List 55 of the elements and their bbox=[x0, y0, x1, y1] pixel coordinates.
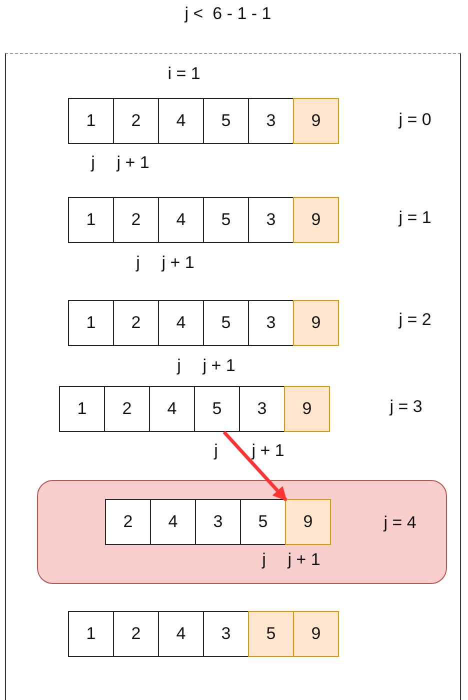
number-cell: 5 bbox=[203, 197, 249, 243]
number-cell: 9 bbox=[285, 499, 331, 545]
index-label: j bbox=[262, 550, 266, 570]
number-cell: 2 bbox=[105, 499, 151, 545]
loop-label: j = 4 bbox=[384, 513, 416, 533]
number-cell: 3 bbox=[239, 386, 285, 432]
highlight-band bbox=[37, 480, 447, 584]
number-cell: 1 bbox=[59, 386, 105, 432]
index-label: j bbox=[136, 253, 140, 273]
number-cell: 9 bbox=[293, 197, 339, 243]
number-cell: 3 bbox=[195, 499, 241, 545]
number-cell: 1 bbox=[68, 98, 114, 144]
index-label: j bbox=[177, 356, 181, 376]
number-cell: 1 bbox=[68, 611, 114, 657]
number-cell: 9 bbox=[293, 98, 339, 144]
arrow bbox=[222, 430, 288, 502]
number-cell: 5 bbox=[203, 300, 249, 346]
index-label: j + 1 bbox=[162, 253, 194, 273]
number-cell: 2 bbox=[104, 386, 150, 432]
number-cell: 4 bbox=[158, 611, 204, 657]
number-cell: 5 bbox=[203, 98, 249, 144]
number-cell: 3 bbox=[203, 611, 249, 657]
index-label: j + 1 bbox=[252, 441, 284, 461]
number-cell: 9 bbox=[284, 386, 330, 432]
index-label: j bbox=[214, 441, 218, 461]
number-cell: 9 bbox=[293, 300, 339, 346]
index-label: j + 1 bbox=[202, 356, 236, 376]
number-cell: 2 bbox=[113, 197, 159, 243]
number-cell: 5 bbox=[248, 611, 294, 657]
number-cell: 5 bbox=[194, 386, 240, 432]
number-cell: 4 bbox=[158, 197, 204, 243]
index-label: j + 1 bbox=[288, 550, 320, 570]
loop-label: j = 2 bbox=[398, 310, 432, 330]
loop-label: j = 0 bbox=[398, 110, 432, 130]
number-cell: 1 bbox=[68, 197, 114, 243]
index-label: j + 1 bbox=[116, 153, 150, 173]
number-cell: 2 bbox=[113, 98, 159, 144]
number-cell: 4 bbox=[158, 300, 204, 346]
index-label: j bbox=[91, 153, 95, 173]
number-cell: 3 bbox=[248, 98, 294, 144]
number-cell: 5 bbox=[240, 499, 286, 545]
number-cell: 1 bbox=[68, 300, 114, 346]
number-cell: 4 bbox=[149, 386, 195, 432]
frame-box bbox=[5, 53, 461, 700]
number-cell: 4 bbox=[150, 499, 196, 545]
number-cell: 3 bbox=[248, 300, 294, 346]
number-cell: 9 bbox=[293, 611, 339, 657]
loop-label: j = 3 bbox=[390, 397, 422, 417]
loop-label: j = 1 bbox=[398, 208, 432, 228]
number-cell: 2 bbox=[113, 300, 159, 346]
number-cell: 4 bbox=[158, 98, 204, 144]
number-cell: 2 bbox=[113, 611, 159, 657]
number-cell: 3 bbox=[248, 197, 294, 243]
condition-heading: j < 6 - 1 - 1 bbox=[184, 4, 272, 24]
pass-label: i = 1 bbox=[168, 64, 200, 84]
